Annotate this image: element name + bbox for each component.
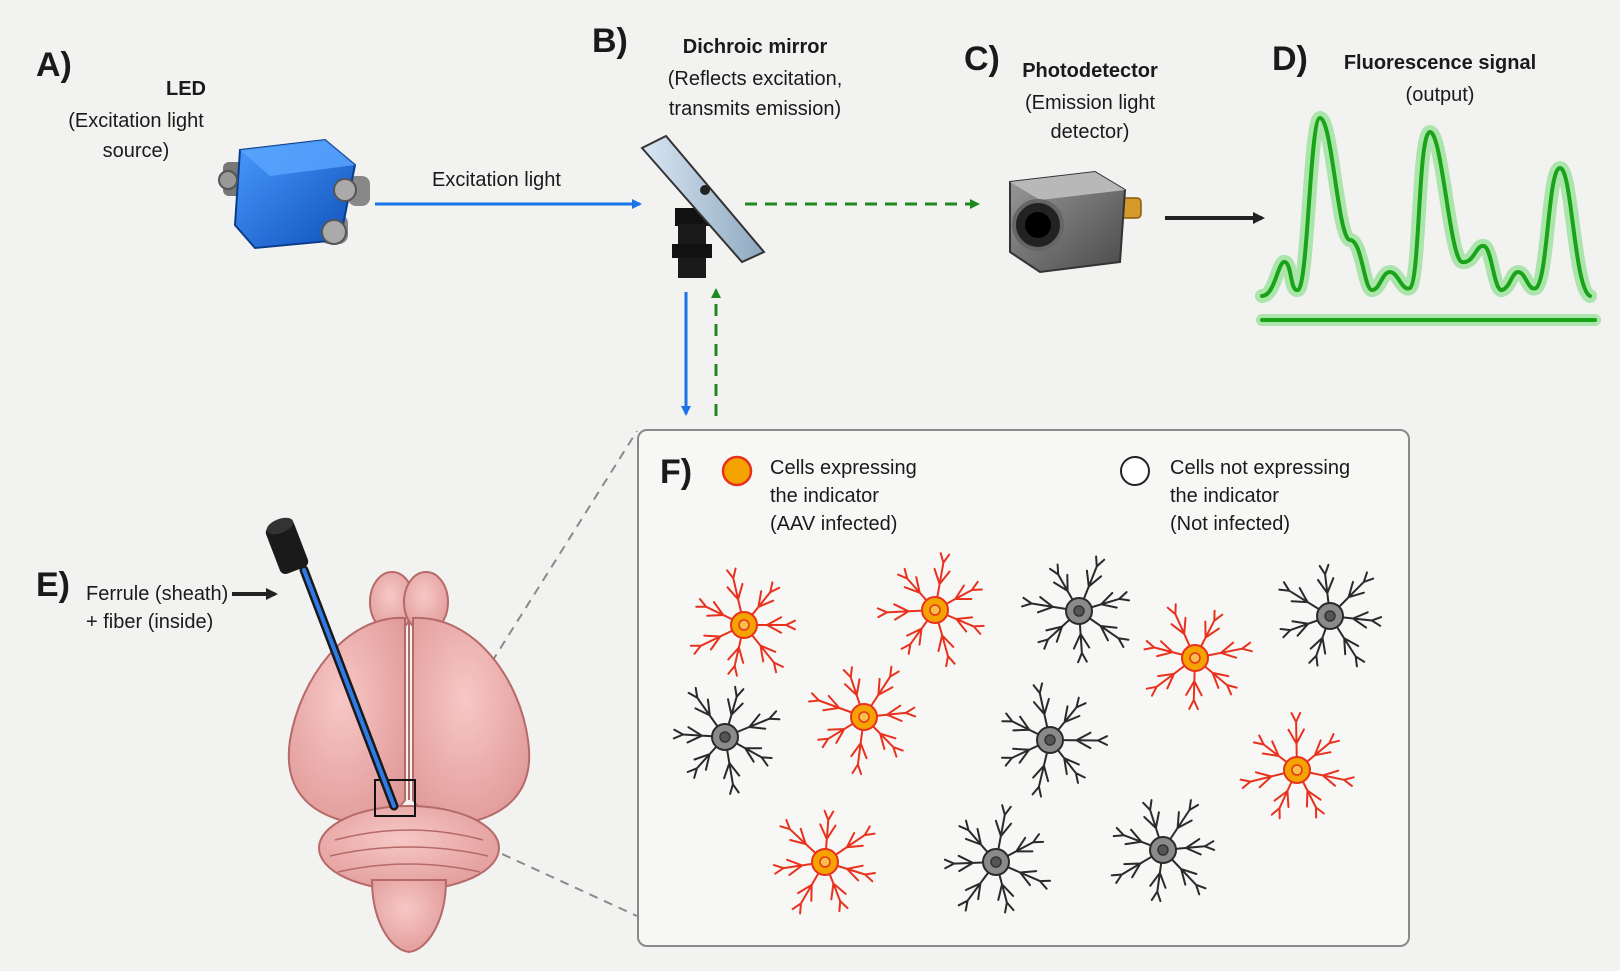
zoom-inset-panel [637, 429, 1410, 947]
panel-c-sub1: (Emission light [1024, 92, 1156, 114]
legend-expressing-line1: Cells expressing [770, 457, 917, 479]
legend-expressing-line2: the indicator [770, 485, 879, 507]
infected-neuron [1143, 603, 1253, 711]
uninfected-neuron [672, 685, 781, 795]
panel-e-letter: E) [36, 566, 70, 604]
panel-f-letter: F) [660, 453, 693, 491]
panel-d-sub1: (output) [1405, 84, 1475, 106]
optical-fiber-icon [265, 517, 399, 811]
panel-b-letter: B) [592, 22, 628, 60]
legend-not-expressing-line2: the indicator [1170, 485, 1279, 507]
infected-neuron [772, 809, 876, 915]
neuron-field [672, 552, 1383, 915]
panel-c-sub2: detector) [1050, 121, 1130, 143]
panel-b-title: Dichroic mirror [682, 36, 828, 58]
panel-d-letter: D) [1272, 40, 1308, 78]
led-cube-icon [218, 138, 370, 250]
legend-expressing-line3: (AAV infected) [770, 513, 898, 535]
infected-neuron [808, 665, 917, 776]
infected-cell-legend-icon [721, 455, 753, 487]
panel-a-sub2: source) [102, 140, 170, 162]
uninfected-neuron [1001, 682, 1108, 798]
panel-e-line2: + fiber (inside) [86, 611, 214, 633]
excitation-light-label: Excitation light [432, 169, 561, 191]
legend-not-expressing-line1: Cells not expressing [1170, 457, 1351, 479]
panel-a-title: LED [166, 78, 206, 100]
infected-neuron [876, 552, 985, 668]
uninfected-cell-legend-icon [1120, 456, 1150, 486]
fluorescence-trace-icon [1255, 111, 1601, 326]
legend-not-expressing-line3: (Not infected) [1170, 513, 1291, 535]
uninfected-neuron [943, 804, 1051, 914]
uninfected-neuron [1278, 563, 1383, 668]
dichroic-mirror-icon [640, 134, 766, 278]
panel-c-letter: C) [964, 40, 1000, 78]
infected-neuron [689, 567, 796, 677]
panel-b-sub1: (Reflects excitation, [667, 68, 843, 90]
panel-e-line1: Ferrule (sheath) [86, 583, 229, 605]
uninfected-neuron [1110, 799, 1216, 903]
panel-a-sub1: (Excitation light [68, 110, 204, 132]
panel-d-title: Fluorescence signal [1343, 52, 1537, 74]
panel-b-sub2: transmits emission) [668, 98, 842, 120]
photodetector-icon [1009, 170, 1142, 274]
panel-a-letter: A) [36, 46, 72, 84]
uninfected-neuron [1021, 555, 1131, 664]
panel-c-title: Photodetector [1022, 60, 1158, 82]
infected-neuron [1239, 711, 1355, 820]
